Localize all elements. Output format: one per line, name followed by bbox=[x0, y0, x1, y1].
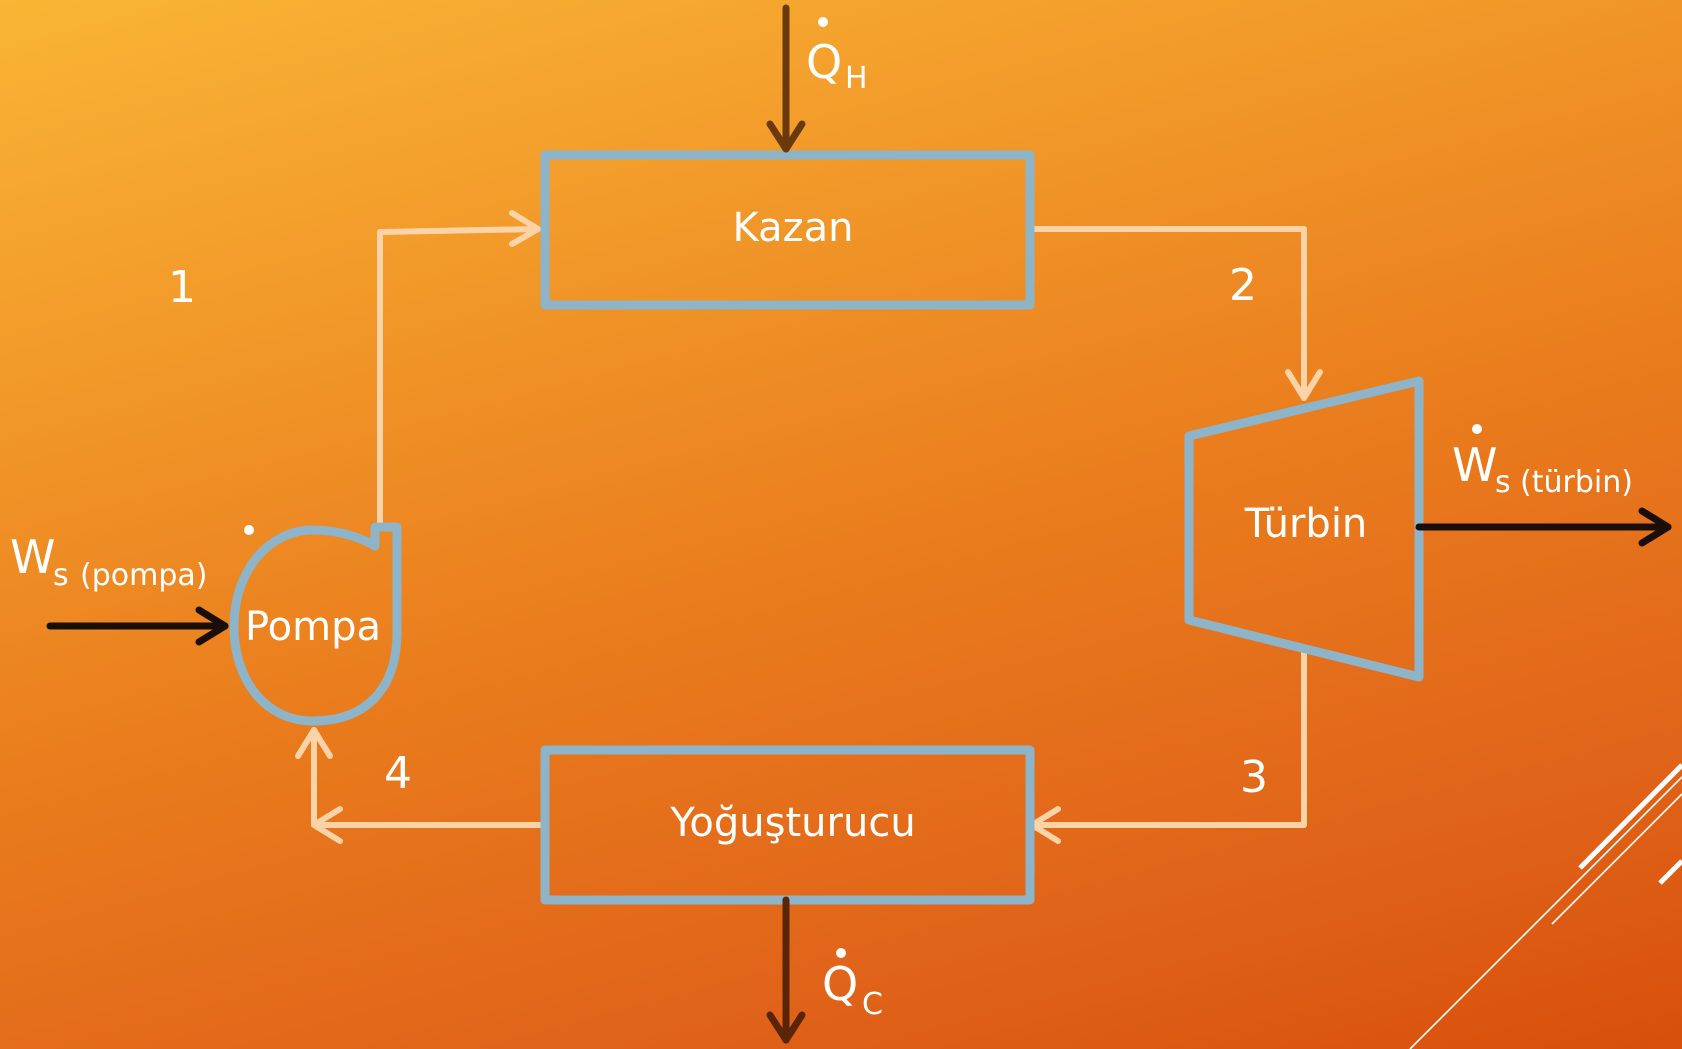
heat-in-arrowhead bbox=[766, 120, 806, 153]
heat-in-label: Q H bbox=[806, 17, 868, 96]
heat-in-subscript: H bbox=[845, 61, 868, 96]
heat-out-subscript: C bbox=[862, 987, 883, 1022]
work-pump-arrowhead bbox=[195, 606, 229, 646]
state-4-label: 4 bbox=[384, 748, 412, 799]
flow-line-boiler-to-turbine bbox=[1027, 226, 1307, 401]
pump-label: Pompa bbox=[245, 604, 381, 650]
decorative-corner-lines bbox=[1409, 763, 1682, 1049]
corner-line-thick bbox=[1578, 763, 1682, 870]
process-flow bbox=[295, 210, 1323, 844]
heat-out-symbol: Q bbox=[822, 957, 858, 1011]
flow-line-turbine-to-condenser bbox=[1029, 645, 1307, 828]
work-turbine-dot bbox=[1472, 424, 1482, 434]
work-pump-symbol: W bbox=[10, 530, 55, 584]
work-pump-arrow bbox=[46, 606, 229, 646]
work-turbine-arrowhead bbox=[1638, 507, 1672, 547]
heat-in-dot bbox=[818, 17, 828, 27]
heat-in-symbol: Q bbox=[806, 35, 842, 89]
equipment bbox=[229, 150, 1424, 905]
work-turbine-label: W s (türbin) bbox=[1452, 424, 1633, 500]
flow-line-condenser-to-pump bbox=[311, 727, 548, 828]
work-turbine-qualifier: (türbin) bbox=[1520, 465, 1633, 500]
condenser-label: Yoğuşturucu bbox=[669, 800, 915, 846]
work-turbine-symbol: W bbox=[1452, 438, 1497, 492]
state-3-label: 3 bbox=[1240, 752, 1268, 803]
heat-out-label: Q C bbox=[822, 948, 883, 1022]
work-pump-qualifier: (pompa) bbox=[80, 558, 207, 593]
work-pump-dot bbox=[244, 525, 254, 535]
corner-line-thin-2 bbox=[1409, 776, 1682, 1049]
flow-arrowhead-turbine-inlet bbox=[1285, 369, 1323, 401]
work-turbine-arrow bbox=[1415, 507, 1672, 547]
heat-out-arrow bbox=[766, 896, 806, 1044]
flow-arrowhead-boiler-inlet bbox=[509, 210, 541, 247]
turbine-shape bbox=[1184, 376, 1424, 682]
heat-out-arrowhead bbox=[766, 1011, 806, 1044]
flow-line-pump-to-boiler bbox=[377, 226, 541, 530]
state-2-label: 2 bbox=[1229, 260, 1257, 311]
pump-shape bbox=[229, 522, 402, 726]
flow-arrowhead-pump-outlet-left bbox=[311, 806, 343, 844]
boiler-box bbox=[540, 150, 1035, 310]
state-1-label: 1 bbox=[168, 262, 196, 313]
work-pump-label: W s (pompa) bbox=[10, 525, 254, 593]
flow-arrowhead-pump-inlet bbox=[295, 727, 333, 759]
corner-line-thick-2 bbox=[1658, 859, 1682, 885]
heat-in-arrow bbox=[766, 4, 806, 153]
heat-out-dot bbox=[836, 948, 846, 958]
corner-line-thin-1 bbox=[1551, 793, 1682, 925]
boiler-label: Kazan bbox=[733, 205, 854, 251]
work-turbine-subscript: s bbox=[1495, 465, 1511, 500]
turbine-label: Türbin bbox=[1244, 501, 1368, 547]
work-pump-subscript: s bbox=[53, 558, 69, 593]
